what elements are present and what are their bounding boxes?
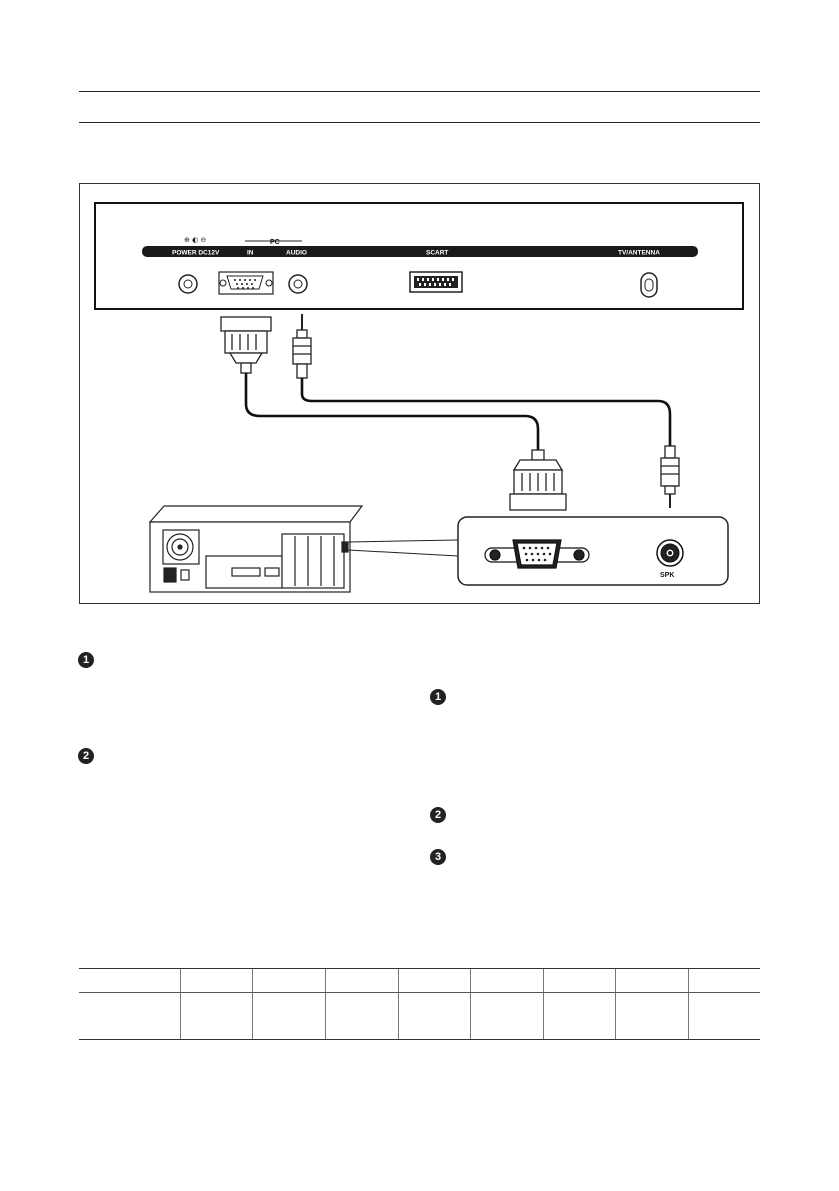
header-rule-bottom — [79, 122, 760, 123]
table-cell — [687, 968, 760, 993]
panel-label-bar — [142, 246, 698, 257]
table-cell — [469, 992, 543, 1040]
connection-diagram: ⊕ ◐ ⊖ PC POWER DC12V IN AUDIO SCART TV/A… — [79, 183, 760, 604]
table-cell — [397, 968, 470, 993]
table-cell — [469, 968, 543, 993]
power-polarity-icon: ⊕ ◐ ⊖ — [184, 236, 206, 244]
table-cell — [79, 968, 180, 993]
vga-plug-top — [220, 316, 272, 374]
audio-plug-top — [292, 314, 312, 379]
step-marker-left-1: 1 — [78, 652, 94, 668]
table-cell — [542, 968, 615, 993]
spk-label: SPK — [660, 572, 674, 579]
table-cell — [614, 992, 688, 1040]
step-marker-right-2: 2 — [430, 807, 446, 823]
pc-vga-port — [484, 539, 590, 569]
vga-plug-bottom — [509, 449, 567, 511]
table-row — [79, 992, 760, 1040]
spec-table — [79, 968, 760, 1040]
header-rule-top — [79, 91, 760, 92]
pc-tower — [148, 505, 364, 593]
tv-antenna-label: TV/ANTENNA — [618, 250, 660, 257]
step-marker-right-1: 1 — [430, 689, 446, 705]
vga-cable — [244, 373, 540, 452]
audio-cable — [300, 378, 672, 446]
pc-label: PC — [270, 239, 280, 246]
step-marker-right-3: 3 — [430, 849, 446, 865]
table-cell — [179, 968, 252, 993]
table-header-row — [79, 968, 760, 993]
table-cell — [251, 992, 325, 1040]
step-marker-left-2: 2 — [78, 748, 94, 764]
audio-plug-bottom — [660, 445, 680, 508]
table-cell — [324, 992, 398, 1040]
in-label: IN — [247, 250, 254, 257]
pc-spk-port — [656, 539, 684, 567]
scart-label: SCART — [426, 250, 448, 257]
table-cell — [687, 992, 760, 1040]
table-cell — [179, 992, 252, 1040]
power-label: POWER DC12V — [172, 250, 220, 257]
table-cell — [614, 968, 688, 993]
table-cell — [324, 968, 398, 993]
table-cell — [79, 992, 180, 1040]
table-cell — [542, 992, 615, 1040]
table-cell — [251, 968, 325, 993]
table-cell — [397, 992, 470, 1040]
audio-label: AUDIO — [286, 250, 307, 257]
